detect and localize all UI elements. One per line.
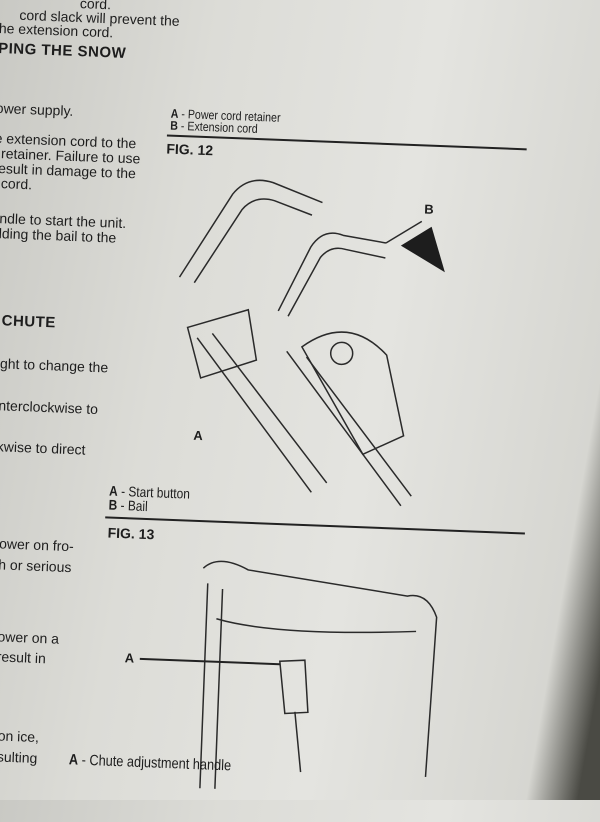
figure-label-a: A bbox=[124, 650, 135, 666]
